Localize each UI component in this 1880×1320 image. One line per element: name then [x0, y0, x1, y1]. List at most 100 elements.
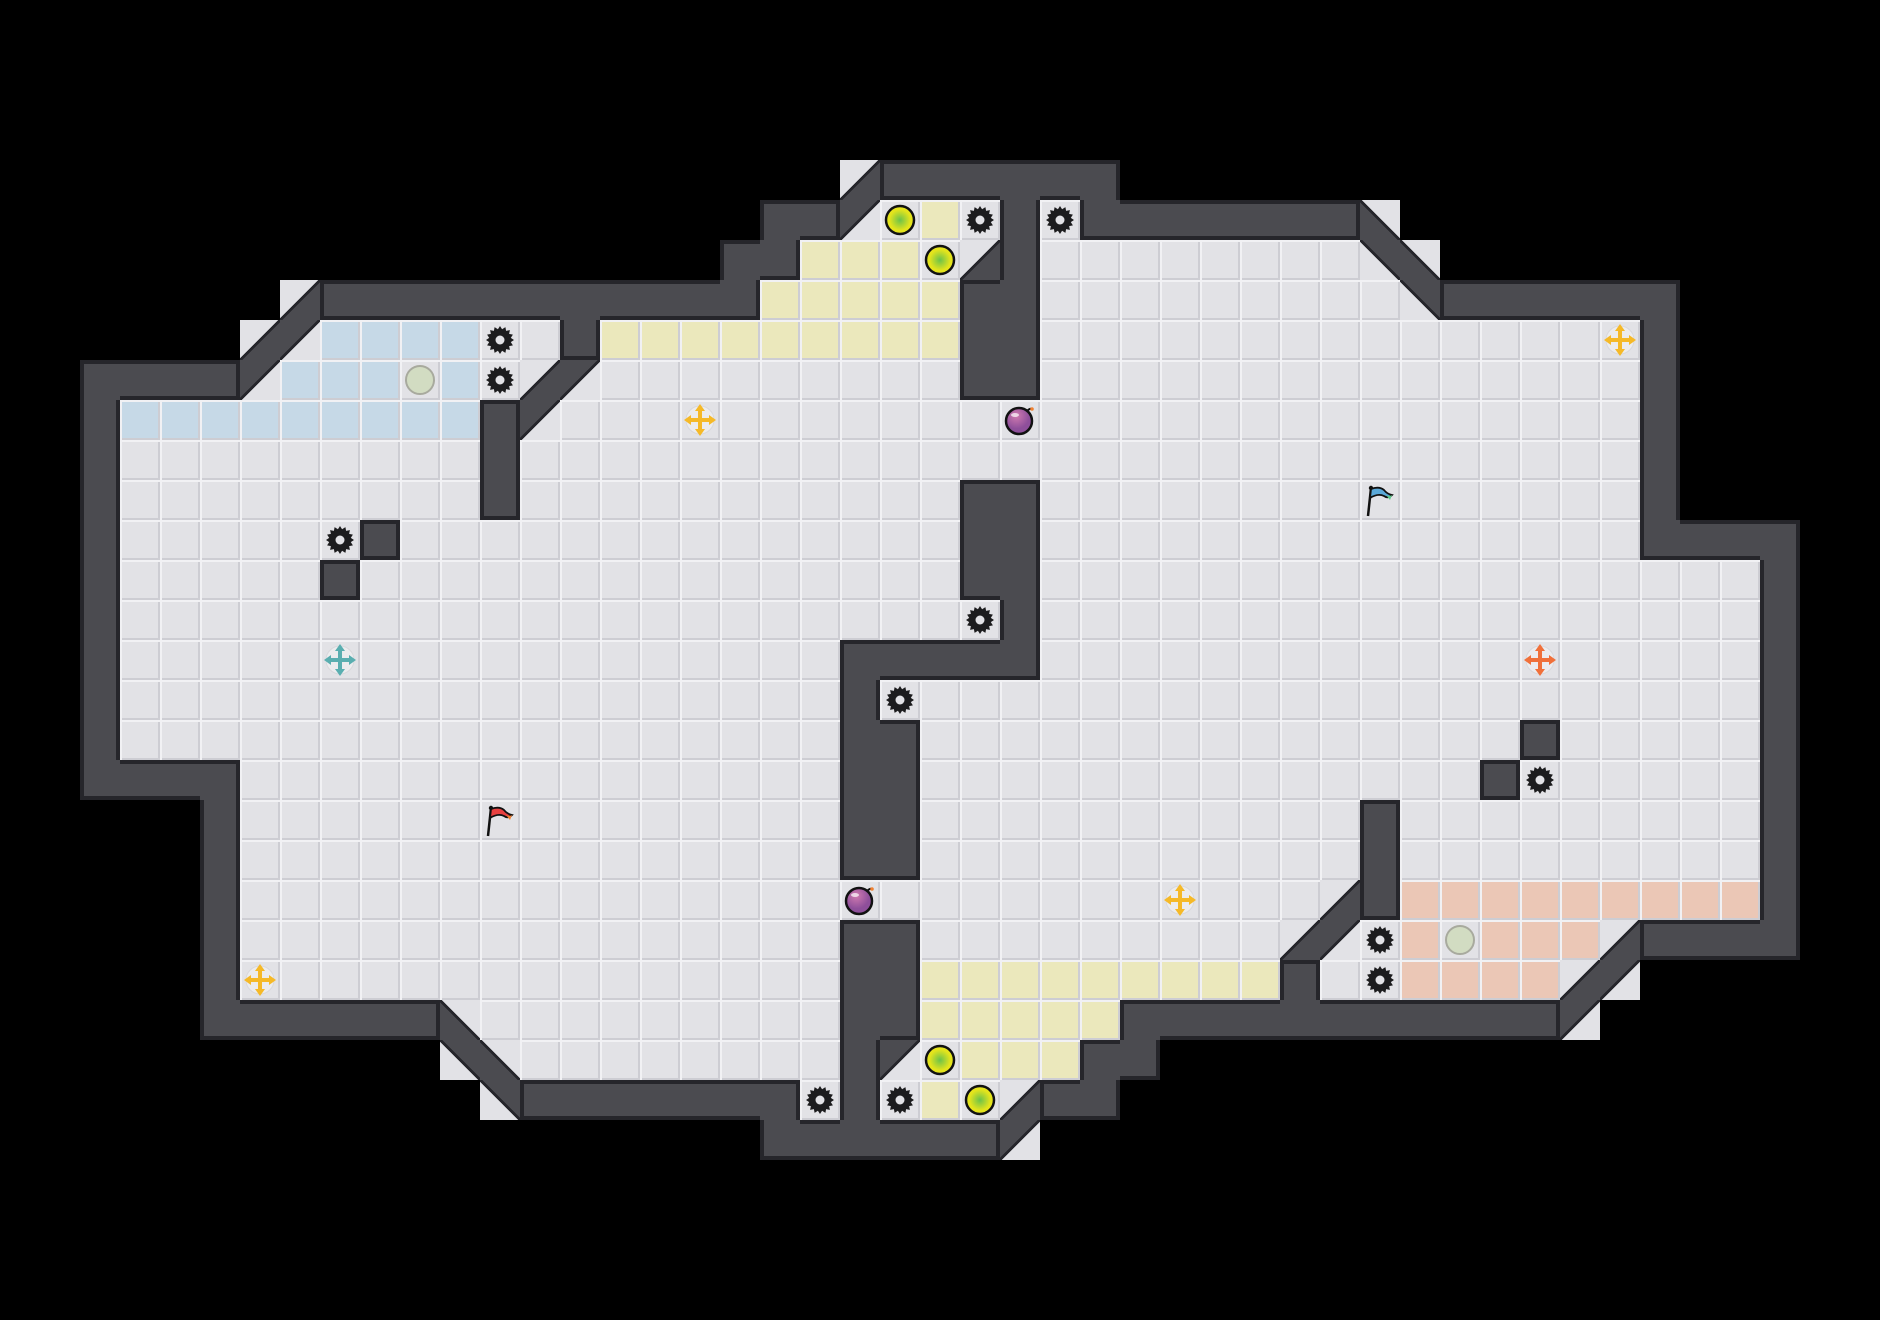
wall-block — [480, 440, 520, 480]
floor-tile — [640, 360, 680, 400]
floor-tile — [1120, 280, 1160, 320]
wall-block — [960, 640, 1000, 680]
floor-tile — [760, 1040, 800, 1080]
floor-tile — [480, 840, 520, 880]
floor-tile — [1120, 560, 1160, 600]
floor-tile — [280, 600, 320, 640]
wall-block — [1000, 360, 1040, 400]
floor-tile — [1120, 440, 1160, 480]
wall-block — [840, 1040, 880, 1080]
diagonal-wall — [840, 160, 880, 200]
floor-tile — [1240, 440, 1280, 480]
floor-tile — [1360, 360, 1400, 400]
floor-tile — [1040, 720, 1080, 760]
floor-tile — [520, 640, 560, 680]
gear-icon — [960, 200, 1000, 240]
yellow-zone-tile — [760, 320, 800, 360]
floor-tile — [1360, 680, 1400, 720]
floor-tile — [600, 840, 640, 880]
coin-icon — [960, 1080, 1000, 1120]
move-cross-yellow-icon — [1600, 320, 1640, 360]
floor-tile — [1040, 280, 1080, 320]
floor-tile — [1680, 680, 1720, 720]
floor-tile — [1200, 760, 1240, 800]
floor-tile — [1160, 640, 1200, 680]
floor-tile — [1400, 680, 1440, 720]
floor-tile — [1240, 920, 1280, 960]
floor-tile — [240, 720, 280, 760]
wall-block — [280, 1000, 320, 1040]
floor-tile — [1360, 280, 1400, 320]
floor-tile — [680, 800, 720, 840]
floor-tile — [1160, 560, 1200, 600]
wall-block — [1640, 920, 1680, 960]
floor-tile — [1480, 360, 1520, 400]
floor-tile — [1040, 520, 1080, 560]
floor-tile — [1720, 680, 1760, 720]
floor-tile — [720, 400, 760, 440]
gear-icon — [480, 320, 520, 360]
floor-tile — [760, 480, 800, 520]
floor-tile — [920, 600, 960, 640]
floor-tile — [400, 640, 440, 680]
peach-zone-tile — [1480, 920, 1520, 960]
floor-tile — [680, 520, 720, 560]
floor-tile — [240, 800, 280, 840]
floor-tile — [1680, 640, 1720, 680]
floor-tile — [720, 560, 760, 600]
floor-tile — [1720, 760, 1760, 800]
floor-tile — [1520, 520, 1560, 560]
blue-zone-tile — [240, 400, 280, 440]
floor-tile — [600, 760, 640, 800]
peach-zone-tile — [1440, 960, 1480, 1000]
wall-block — [80, 400, 120, 440]
gear-icon — [880, 1080, 920, 1120]
wall-block — [1480, 760, 1520, 800]
wall-block — [1040, 160, 1080, 200]
diagonal-wall — [1000, 1080, 1040, 1120]
floor-tile — [1120, 400, 1160, 440]
floor-tile — [1320, 960, 1360, 1000]
floor-tile — [1480, 640, 1520, 680]
floor-tile — [800, 800, 840, 840]
wall-block — [200, 360, 240, 400]
floor-tile — [1080, 800, 1120, 840]
floor-tile — [1480, 480, 1520, 520]
wall-block — [80, 520, 120, 560]
floor-tile — [160, 480, 200, 520]
wall-block — [1760, 720, 1800, 760]
yellow-zone-tile — [680, 320, 720, 360]
blue-zone-tile — [160, 400, 200, 440]
wall-block — [840, 1120, 880, 1160]
floor-tile — [1520, 600, 1560, 640]
floor-tile — [1440, 840, 1480, 880]
peach-zone-tile — [1400, 880, 1440, 920]
wall-block — [1560, 280, 1600, 320]
floor-tile — [680, 440, 720, 480]
floor-tile — [1200, 360, 1240, 400]
floor-tile — [1160, 680, 1200, 720]
diagonal-wall — [1360, 200, 1400, 240]
wall-block — [80, 680, 120, 720]
floor-tile — [640, 760, 680, 800]
wall-block — [80, 720, 120, 760]
wall-block — [840, 840, 880, 880]
wall-block — [160, 760, 200, 800]
floor-tile — [160, 520, 200, 560]
wall-block — [400, 1000, 440, 1040]
floor-tile — [1280, 360, 1320, 400]
floor-tile — [1160, 360, 1200, 400]
yellow-zone-tile — [840, 320, 880, 360]
floor-tile — [1080, 240, 1120, 280]
floor-tile — [920, 880, 960, 920]
floor-tile — [1640, 840, 1680, 880]
floor-tile — [240, 920, 280, 960]
peach-zone-tile — [1480, 960, 1520, 1000]
floor-tile — [1280, 760, 1320, 800]
floor-tile — [360, 440, 400, 480]
floor-tile — [760, 560, 800, 600]
floor-tile — [1240, 560, 1280, 600]
floor-tile — [360, 720, 400, 760]
floor-tile — [720, 520, 760, 560]
floor-tile — [1360, 320, 1400, 360]
